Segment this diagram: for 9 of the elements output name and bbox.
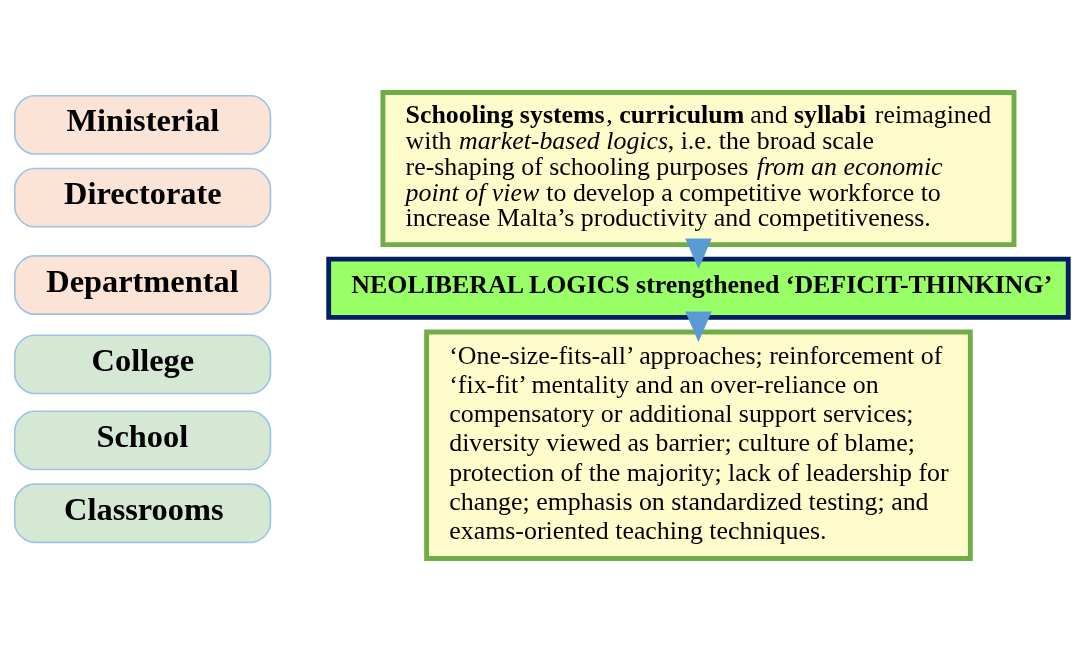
node-box: ‘One-size-fits-all’ approaches; reinforcement of ‘fix-fit’ mentality and an over-reliance on compensatory or additional support services; diversity viewed as barrier; culture of blame; protection of the majority; lack of leadership for change; emphasis on standardized testing; and exams-oriented teaching techniques.: [424, 329, 973, 561]
node-box: Directorate: [13, 167, 272, 228]
node-box: College: [13, 333, 272, 394]
node-box: Ministerial: [13, 94, 272, 155]
node-box: Departmental: [13, 254, 272, 315]
node-box: Classrooms: [13, 482, 272, 543]
arrow: [685, 238, 712, 269]
arrow: [685, 311, 712, 342]
node-box: School: [13, 409, 272, 470]
